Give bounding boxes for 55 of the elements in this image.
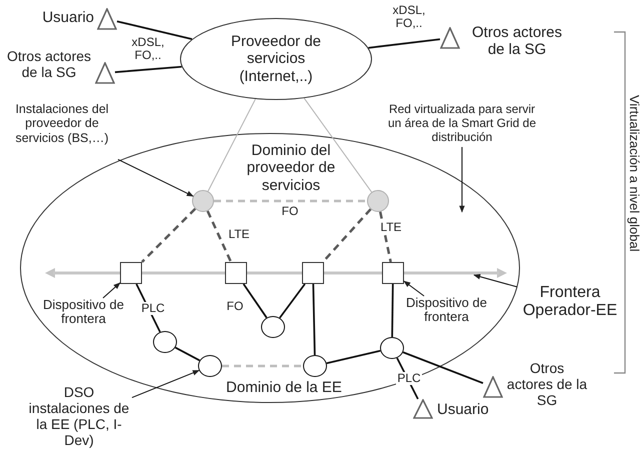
connector-line (214, 200, 367, 202)
base-station-circle (192, 190, 214, 212)
node-circle (380, 336, 404, 358)
connector-line (279, 283, 306, 318)
actor-label: Otros actores de la SG (506, 360, 588, 408)
callout-text: Frontera Operador-EE (517, 284, 623, 321)
connector-line (114, 66, 182, 74)
connector-line (222, 364, 303, 368)
side-label: Virtualización a nivel global (627, 95, 642, 252)
leader-line (403, 280, 425, 296)
triangle-icon (95, 62, 115, 84)
callout-text: Instalaciones del proveedor de servicios (BS,…) (6, 102, 118, 146)
device-square (224, 262, 246, 284)
triangle-icon (413, 399, 433, 419)
connector-line (312, 284, 316, 356)
connector-line (242, 284, 268, 318)
connector-line (141, 208, 196, 263)
device-square (382, 262, 404, 284)
leader-line (102, 282, 121, 298)
node-text: Proveedor de servicios (Internet,..) (230, 33, 322, 85)
node-circle (152, 330, 176, 352)
connector-line (402, 351, 484, 384)
leader-line (459, 146, 465, 213)
callout-text: Dispositivo de frontera (402, 296, 492, 326)
node-circle (198, 354, 222, 376)
triangle-icon (440, 27, 460, 49)
domain-title: Dominio del proveedor de servicios (246, 142, 336, 194)
connector-line (368, 38, 440, 49)
actor-label: Usuario (437, 401, 490, 418)
device-square (302, 262, 324, 284)
connector-line (391, 284, 394, 338)
callout-text: Red virtualizada para servir un área de la Smart Grid de distribución (386, 103, 538, 144)
triangle-icon (97, 8, 117, 30)
node-circle (302, 354, 326, 376)
connector-line (206, 210, 232, 263)
device-square (120, 262, 142, 284)
callout-text: DSO instalaciones de la EE (PLC, I-Dev) (26, 384, 132, 448)
base-station-circle (366, 190, 388, 212)
actor-label: Otros actores de la SG (470, 24, 564, 58)
edge-label: PLC (396, 372, 422, 386)
actor-label: Usuario (41, 9, 94, 26)
domain-title: Dominio de la EE (225, 379, 343, 396)
connector-line (208, 98, 256, 192)
boundary-line (44, 268, 506, 278)
connector-line (326, 350, 381, 364)
connector-line (174, 346, 200, 362)
edge-label: PLC (140, 302, 166, 316)
leader-line (473, 274, 518, 288)
leader-line (118, 158, 194, 197)
callout-text: Dispositivo de frontera (36, 298, 132, 328)
node-circle (260, 316, 284, 338)
connector-line (304, 98, 372, 193)
actor-label: Otros actores de la SG (6, 48, 92, 80)
connector-line (116, 20, 192, 40)
leader-line (132, 370, 200, 398)
